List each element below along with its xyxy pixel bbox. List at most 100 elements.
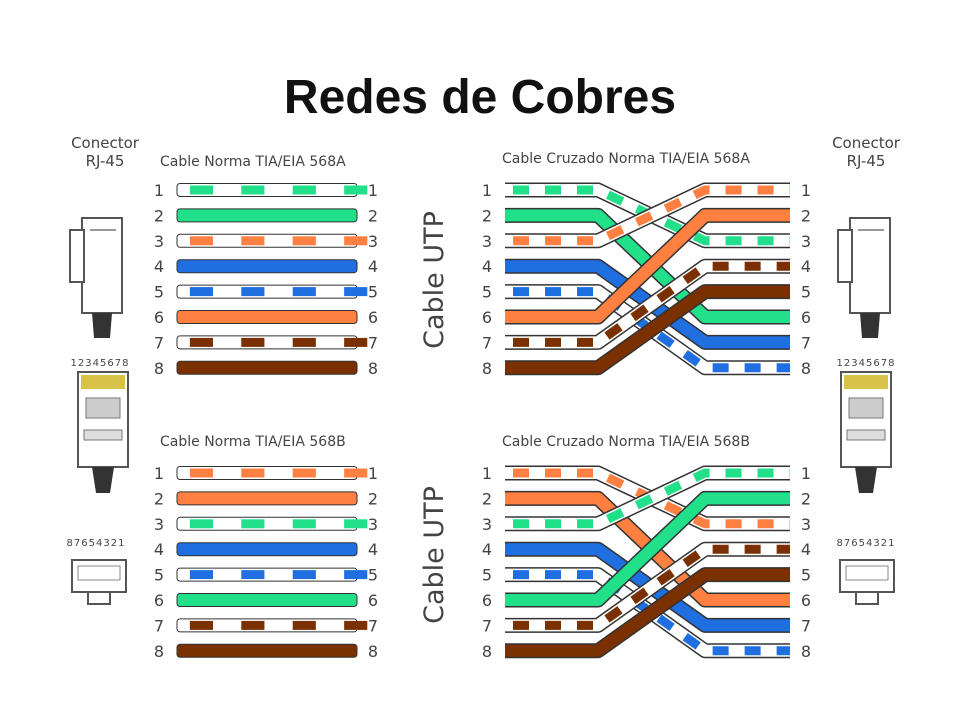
pin-number-left: 4 <box>482 540 492 559</box>
cable-utp-label-top: Cable UTP <box>419 211 450 349</box>
pin-number-left: 8 <box>154 642 164 661</box>
cable-utp-label-bottom: Cable UTP <box>419 486 450 624</box>
connector-label-right-2: RJ-45 <box>847 152 886 170</box>
pin-number-right: 7 <box>801 616 811 635</box>
pin-number-right: 4 <box>368 257 378 276</box>
pin-number-right: 6 <box>801 308 811 327</box>
connector-label-left-1: Conector <box>71 134 140 152</box>
wire-2 <box>176 491 358 506</box>
pin-number-left: 1 <box>482 464 492 483</box>
pin-number-right: 7 <box>801 333 811 352</box>
pin-number-right: 2 <box>368 206 378 225</box>
pin-number-left: 5 <box>482 283 492 302</box>
crossover-wire-6 <box>505 207 790 325</box>
rj45-jack-right-icon <box>839 559 895 605</box>
pin-number-left: 4 <box>482 257 492 276</box>
wire-3 <box>176 233 368 248</box>
pin-number-left: 8 <box>154 359 164 378</box>
rj45-front-view-left-icon <box>77 371 129 493</box>
pin-number-left: 7 <box>154 333 164 352</box>
pin-number-left: 3 <box>482 515 492 534</box>
pin-number-right: 3 <box>368 515 378 534</box>
pin-number-left: 2 <box>154 206 164 225</box>
pin-number-left: 8 <box>482 642 492 661</box>
pin-number-left: 1 <box>154 464 164 483</box>
pin-number-left: 5 <box>154 283 164 302</box>
pin-number-left: 7 <box>154 616 164 635</box>
pin-number-right: 2 <box>801 206 811 225</box>
rj45-side-view-left-icon <box>69 217 123 338</box>
rj45-front-view-right-icon <box>840 371 892 493</box>
pin-number-right: 1 <box>368 464 378 483</box>
pin-number-right: 4 <box>801 540 811 559</box>
pin-number-right: 5 <box>368 566 378 585</box>
pin-order-back-left: 87654321 <box>67 538 126 549</box>
pin-number-left: 6 <box>154 308 164 327</box>
wire-5 <box>176 284 368 299</box>
rj45-side-view-right-icon <box>837 217 891 338</box>
pin-number-right: 4 <box>801 257 811 276</box>
wire-5 <box>176 567 368 582</box>
wire-4 <box>176 259 358 274</box>
pin-number-left: 6 <box>482 591 492 610</box>
pin-number-left: 1 <box>154 181 164 200</box>
wire-2 <box>176 208 358 223</box>
wire-7 <box>176 335 368 350</box>
panel-title-568a-crossover: Cable Cruzado Norma TIA/EIA 568A <box>502 151 750 167</box>
pin-number-right: 8 <box>368 642 378 661</box>
wire-1 <box>176 466 368 480</box>
wire-3 <box>176 516 368 531</box>
pin-number-right: 5 <box>368 283 378 302</box>
crossover-wire-7 <box>505 541 790 633</box>
pin-number-left: 7 <box>482 333 492 352</box>
pin-number-left: 4 <box>154 257 164 276</box>
pin-number-left: 2 <box>482 206 492 225</box>
wire-groups: 1 1 2 2 3 3 4 4 5 5 6 6 7 7 8 8 1 1 2 2 3 3 4 4 5 5 6 6 7 7 8 8 1 1 2 2 3 3 4 4… <box>154 181 811 661</box>
pin-number-right: 4 <box>368 540 378 559</box>
crossover-wire-6 <box>505 490 790 608</box>
wire-7 <box>176 618 368 633</box>
wire-6 <box>176 310 358 324</box>
pin-number-right: 3 <box>801 232 811 251</box>
pin-order-front-right: 12345678 <box>837 358 896 369</box>
pin-number-left: 5 <box>482 566 492 585</box>
pin-number-right: 8 <box>801 642 811 661</box>
pin-number-right: 5 <box>801 566 811 585</box>
pin-number-right: 8 <box>368 359 378 378</box>
rj45-jack-left-icon <box>71 559 127 605</box>
pin-number-right: 2 <box>801 489 811 508</box>
pin-number-right: 1 <box>801 464 811 483</box>
wire-8 <box>176 643 358 658</box>
pin-number-right: 6 <box>368 308 378 327</box>
crossover-wire-7 <box>505 258 790 350</box>
crossover-wire-3 <box>505 465 790 532</box>
crossover-wire-3 <box>505 182 790 249</box>
wire-6 <box>176 593 358 607</box>
pin-number-left: 3 <box>154 515 164 534</box>
pin-number-left: 3 <box>154 232 164 251</box>
pin-number-left: 2 <box>154 489 164 508</box>
pin-number-left: 6 <box>482 308 492 327</box>
pin-number-right: 3 <box>368 232 378 251</box>
pin-number-left: 1 <box>482 181 492 200</box>
pin-order-front-left: 12345678 <box>71 358 130 369</box>
pin-number-left: 7 <box>482 616 492 635</box>
pin-number-left: 5 <box>154 566 164 585</box>
wire-4 <box>176 542 358 557</box>
page-title: Redes de Cobres <box>283 71 677 124</box>
wire-8 <box>176 360 358 375</box>
crossover-wire-8 <box>505 284 790 376</box>
pin-number-right: 1 <box>368 181 378 200</box>
pin-number-right: 6 <box>368 591 378 610</box>
pin-order-back-right: 87654321 <box>837 538 896 549</box>
pin-number-left: 8 <box>482 359 492 378</box>
pin-number-left: 3 <box>482 232 492 251</box>
pin-number-right: 5 <box>801 283 811 302</box>
pin-number-left: 6 <box>154 591 164 610</box>
pin-number-left: 4 <box>154 540 164 559</box>
connector-label-right-1: Conector <box>832 134 901 152</box>
